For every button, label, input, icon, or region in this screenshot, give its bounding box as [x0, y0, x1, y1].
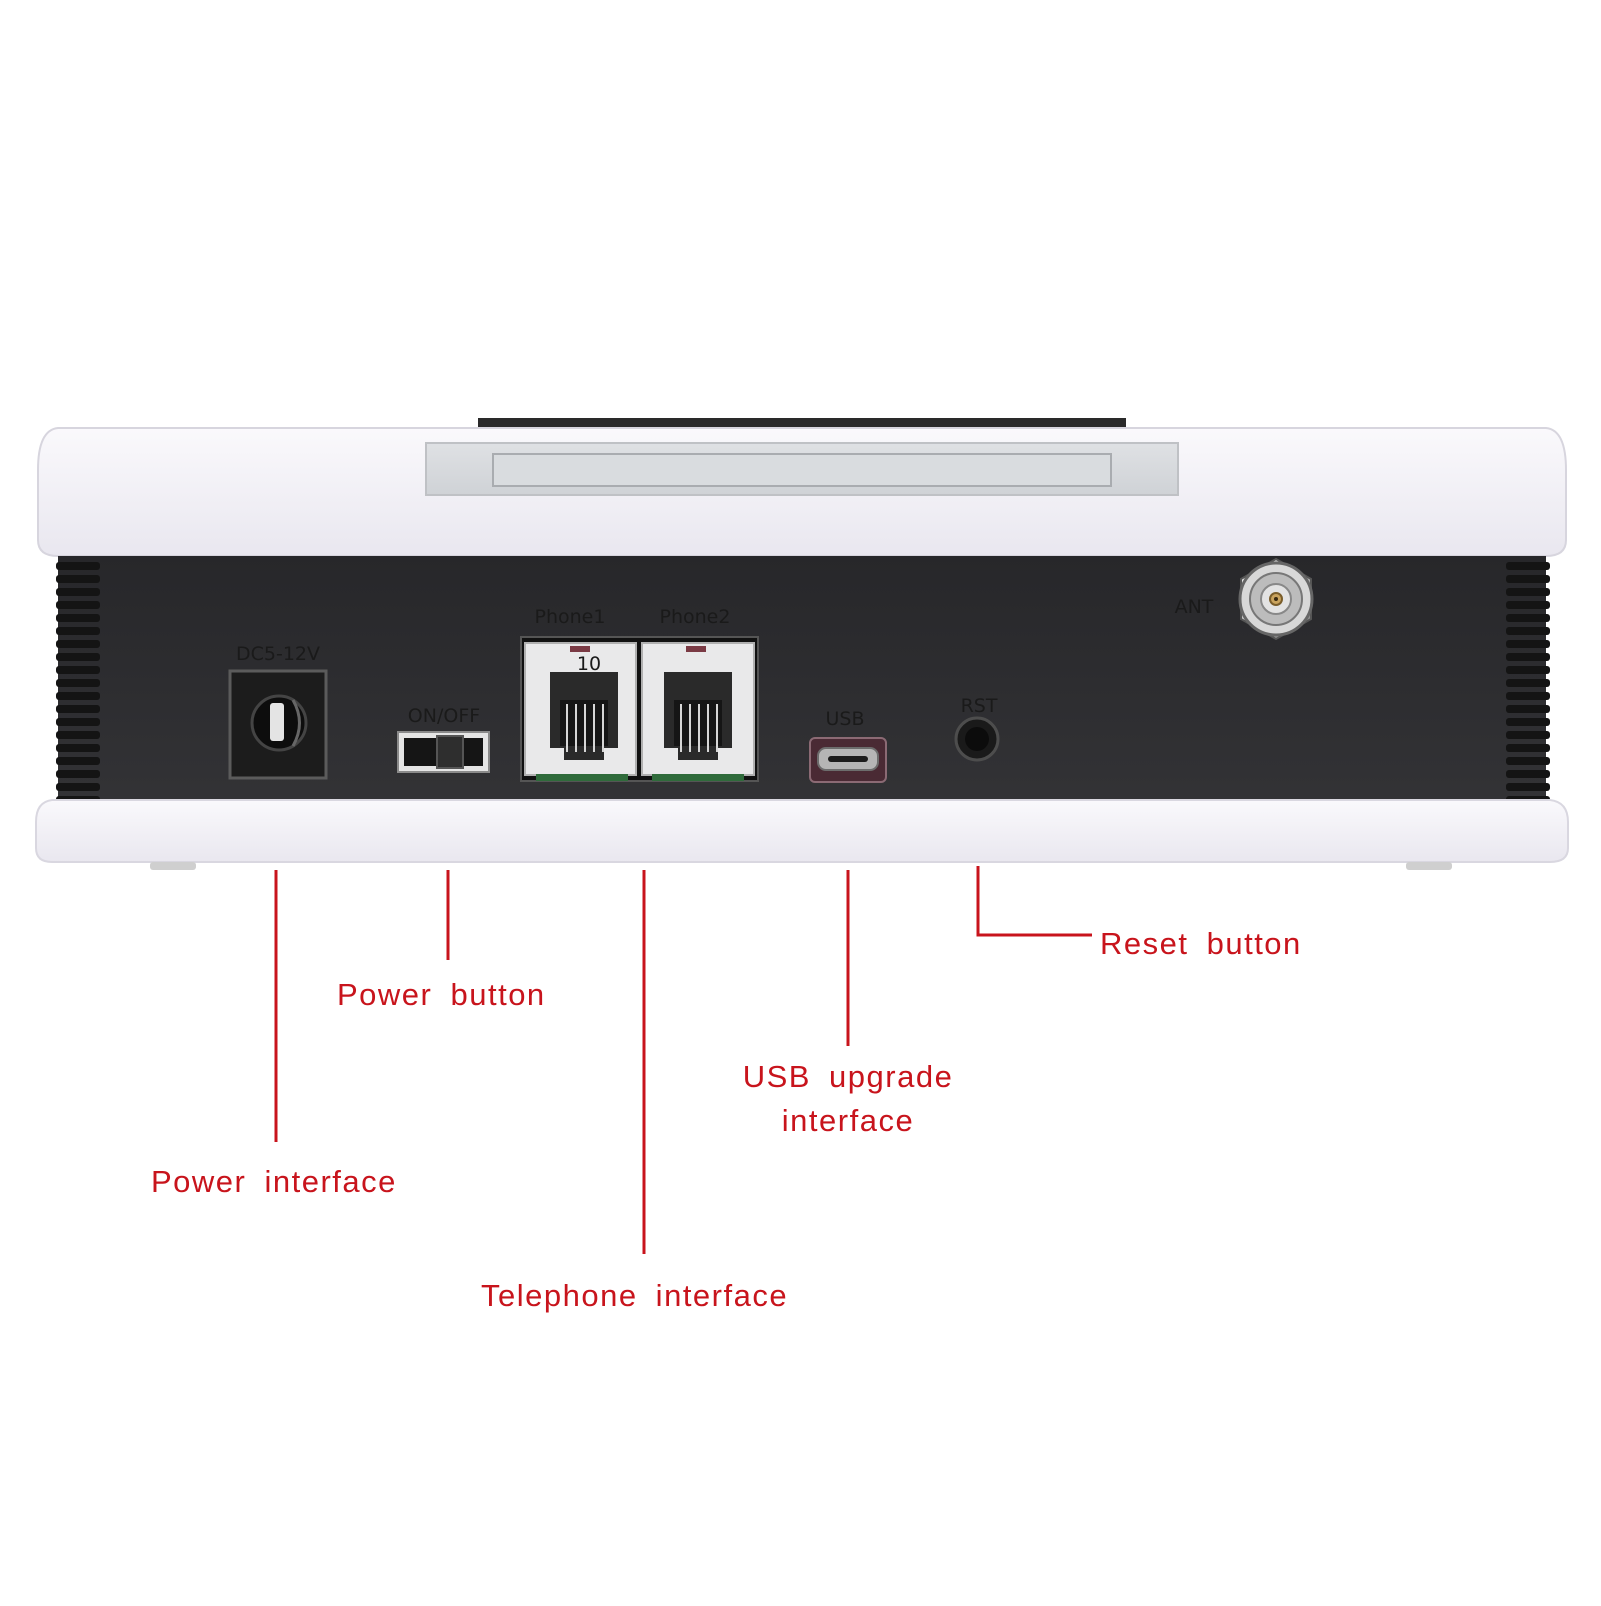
callout-lines	[274, 866, 1092, 1254]
label-jack-number: 10	[577, 653, 601, 675]
vent-ridge	[56, 770, 100, 778]
vent-ridge	[1506, 783, 1550, 791]
vent-ridge	[56, 692, 100, 700]
label-phone2: Phone2	[660, 606, 731, 628]
callout-usb-line2: interface	[781, 1103, 915, 1138]
vent-ridge	[56, 666, 100, 674]
top-shell	[37, 418, 1567, 557]
vent-ridge	[56, 614, 100, 622]
antenna-connector[interactable]	[1238, 557, 1314, 641]
vent-ridge	[56, 731, 100, 739]
power-switch[interactable]	[397, 731, 490, 773]
vent-ridge	[1506, 640, 1550, 648]
callout-usb-upgrade: USB upgrade interface	[728, 1055, 968, 1143]
micro-usb-port[interactable]	[809, 737, 887, 783]
vent-ridge	[56, 757, 100, 765]
phone2-jack[interactable]	[641, 642, 755, 781]
vent-ridge	[56, 744, 100, 752]
bottom-shell	[35, 799, 1569, 870]
vent-ridge	[1506, 757, 1550, 765]
vent-ridge	[1506, 666, 1550, 674]
vent-ridge	[56, 627, 100, 635]
vent-ridge	[1506, 653, 1550, 661]
callout-usb-line1: USB upgrade	[742, 1059, 954, 1094]
vent-ridge	[56, 575, 100, 583]
vent-ridge	[1506, 692, 1550, 700]
vent-ridge	[56, 588, 100, 596]
vent-ridge	[56, 601, 100, 609]
vent-ridge	[56, 783, 100, 791]
callout-power-interface: Power interface	[151, 1164, 397, 1199]
callout-reset-button: Reset button	[1100, 926, 1302, 961]
vent-ridge	[1506, 718, 1550, 726]
callout-telephone-interface: Telephone interface	[481, 1278, 789, 1313]
label-rst: RST	[961, 695, 998, 717]
vent-ridge	[56, 562, 100, 570]
dc-power-jack[interactable]	[228, 669, 328, 780]
label-phone1: Phone1	[535, 606, 606, 628]
vent-ridge	[1506, 601, 1550, 609]
vent-ridge	[56, 718, 100, 726]
vent-ridge	[56, 705, 100, 713]
reset-button[interactable]	[954, 716, 1000, 762]
vent-ridge	[1506, 731, 1550, 739]
vent-ridge	[56, 640, 100, 648]
vent-ridge	[1506, 588, 1550, 596]
vent-ridge	[1506, 770, 1550, 778]
vent-ridge	[56, 653, 100, 661]
label-ant: ANT	[1175, 596, 1214, 618]
callout-power-button: Power button	[337, 977, 546, 1012]
vent-ridge	[56, 679, 100, 687]
vent-ridge	[1506, 614, 1550, 622]
phone1-jack[interactable]	[524, 642, 637, 781]
leader-reset-button	[976, 866, 1092, 937]
label-on-off: ON/OFF	[408, 705, 480, 727]
vent-ridge	[1506, 679, 1550, 687]
vent-ridge	[1506, 744, 1550, 752]
label-dc: DC5-12V	[236, 643, 320, 665]
label-usb: USB	[825, 708, 864, 730]
vent-ridge	[1506, 575, 1550, 583]
vent-ridge	[1506, 627, 1550, 635]
vent-ridge	[1506, 562, 1550, 570]
vent-ridge	[1506, 705, 1550, 713]
